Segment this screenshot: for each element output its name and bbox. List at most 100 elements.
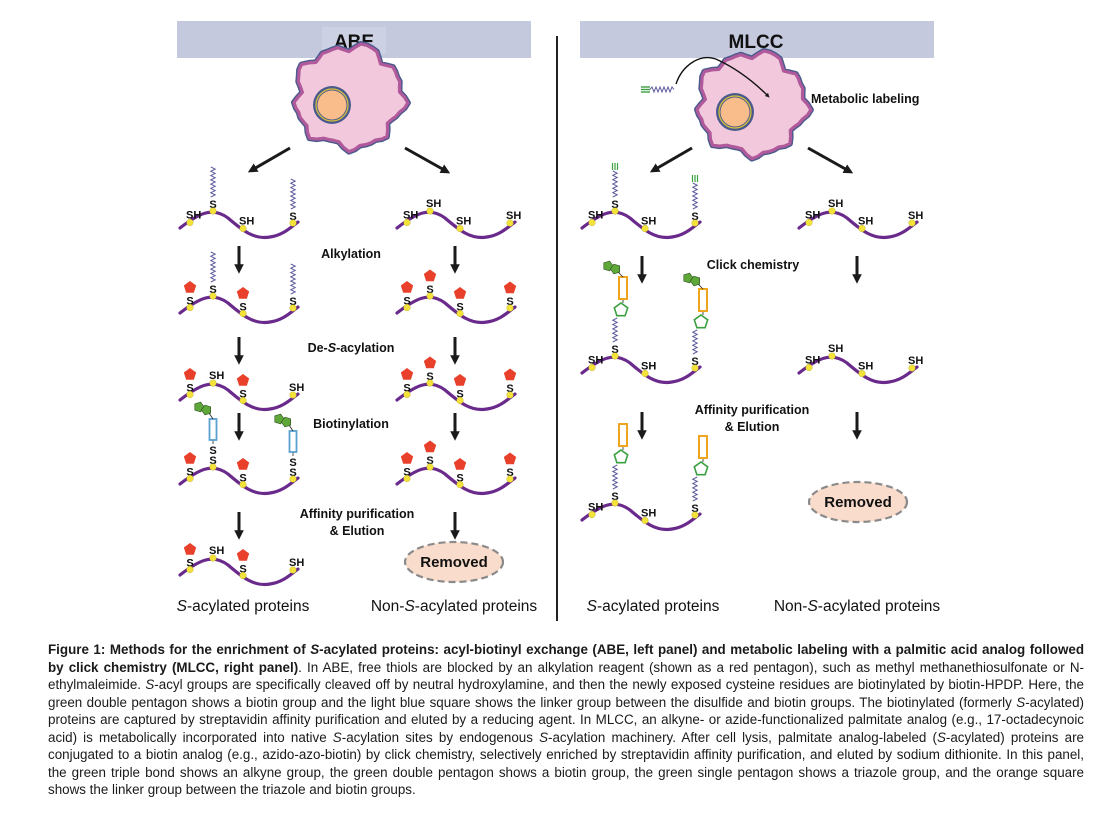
acyl-chain-icon xyxy=(209,166,217,198)
mlcc-title: MLCC xyxy=(729,32,784,53)
cysteine-site: S xyxy=(503,452,517,483)
removed-label: Removed xyxy=(824,494,892,511)
protein-backbone xyxy=(395,382,517,412)
protein-backbone xyxy=(178,557,300,587)
cysteine-site: S xyxy=(236,458,250,489)
cysteine-site: S xyxy=(400,452,414,483)
alkyl-red-pentagon-icon xyxy=(400,281,414,293)
sulfur-label: S xyxy=(289,457,296,469)
step-label-affinity-purification: Affinity purification xyxy=(695,403,810,417)
alkyl-red-pentagon-icon xyxy=(400,452,414,464)
cysteine-site: SH xyxy=(186,210,201,226)
cysteine-site: SH xyxy=(858,216,873,232)
sulfur-label: S xyxy=(426,284,433,296)
cysteine-site: SH xyxy=(403,210,418,226)
cysteine-site: S xyxy=(503,281,517,312)
cell-icon xyxy=(291,41,411,155)
step-label-alkylation: Alkylation xyxy=(321,247,381,261)
thiol-label: SH xyxy=(908,355,923,367)
cysteine-site: S xyxy=(503,368,517,399)
cysteine-dot xyxy=(456,481,464,489)
cysteine-site: S xyxy=(183,368,197,399)
cysteine-site: S xyxy=(611,163,619,215)
protein-backbone xyxy=(395,466,517,496)
cysteine-site: SH xyxy=(908,210,923,227)
thiol-label: SH xyxy=(641,508,656,520)
thiol-label: SH xyxy=(209,545,224,557)
cysteine-site: SH xyxy=(805,355,820,372)
cysteine-dot xyxy=(186,475,194,483)
thiol-label: SH xyxy=(588,210,603,222)
nucleus-envelope xyxy=(315,88,349,122)
cysteine-dot xyxy=(588,364,596,372)
cysteine-dot xyxy=(691,511,699,519)
thiol-label: SH xyxy=(908,210,923,222)
thiol-label: SH xyxy=(456,216,471,228)
cysteine-site: S xyxy=(611,423,629,507)
cysteine-dot xyxy=(805,218,813,226)
sulfur-label: S xyxy=(289,296,296,308)
step-label-click-chemistry: Click chemistry xyxy=(707,258,799,272)
thiol-label: SH xyxy=(828,343,843,355)
thiol-label: SH xyxy=(805,355,820,367)
thiol-label: SH xyxy=(828,198,843,210)
cysteine-site: S xyxy=(423,356,437,387)
cysteine-dot xyxy=(456,224,464,232)
cysteine-site: S xyxy=(603,260,629,360)
alkyne-triple-bond-icon xyxy=(691,175,699,182)
acyl-chain-icon xyxy=(289,263,297,295)
alkyl-red-pentagon-icon xyxy=(503,281,517,294)
sulfur-label: S xyxy=(506,296,513,308)
removed-badge: Removed xyxy=(807,480,909,524)
alkyl-red-pentagon-icon xyxy=(236,549,250,561)
cysteine-site: SH xyxy=(588,502,603,519)
cysteine-site: S xyxy=(453,458,467,489)
cysteine-site: SH xyxy=(289,382,304,399)
sulfur-label: S xyxy=(611,491,618,503)
cysteine-dot xyxy=(186,391,194,399)
sulfur-label: S xyxy=(186,296,193,308)
cysteine-dot xyxy=(209,379,217,387)
nucleus xyxy=(317,90,347,120)
sulfur-label: S xyxy=(506,383,513,395)
bond-line xyxy=(208,412,214,420)
sulfur-label: S xyxy=(209,284,216,296)
sulfur-label: S xyxy=(456,473,463,485)
outcome-s-acylated-mlcc: S-acylated proteins xyxy=(587,598,720,615)
split-arrow-left xyxy=(247,146,291,173)
cysteine-dot xyxy=(908,219,916,227)
cysteine-site: SH xyxy=(588,355,603,372)
sulfur-label: S xyxy=(691,503,698,515)
cysteine-dot xyxy=(588,218,596,226)
alkyl-red-pentagon-icon xyxy=(453,458,467,470)
cysteine-site: S xyxy=(236,287,250,318)
step-label-de-s-acylation: De-S-acylation xyxy=(308,341,395,355)
sulfur-label: S xyxy=(239,564,246,576)
cysteine-dot xyxy=(239,224,247,232)
cysteine-site: SH xyxy=(239,216,254,232)
sulfur-label: S xyxy=(186,558,193,570)
cysteine-site: SH xyxy=(506,210,521,227)
alkyl-red-pentagon-icon xyxy=(236,374,250,386)
cysteine-site: S xyxy=(400,368,414,399)
protein-chain: S S S S xyxy=(178,251,300,325)
thiol-label: SH xyxy=(186,210,201,222)
cysteine-dot xyxy=(209,292,217,300)
cysteine-site: SH xyxy=(908,355,923,372)
biotin-double-pentagon-icon xyxy=(603,260,621,275)
cysteine-dot xyxy=(858,224,866,232)
acyl-chain-icon xyxy=(691,476,699,502)
removed-badge: Removed xyxy=(403,540,505,584)
cysteine-dot xyxy=(426,207,434,215)
sulfur-label: S xyxy=(611,344,618,356)
protein-chain: SH S SH S xyxy=(580,423,709,532)
sulfur-label: S xyxy=(186,383,193,395)
metabolic-labeling-label: Metabolic labeling xyxy=(811,92,919,106)
